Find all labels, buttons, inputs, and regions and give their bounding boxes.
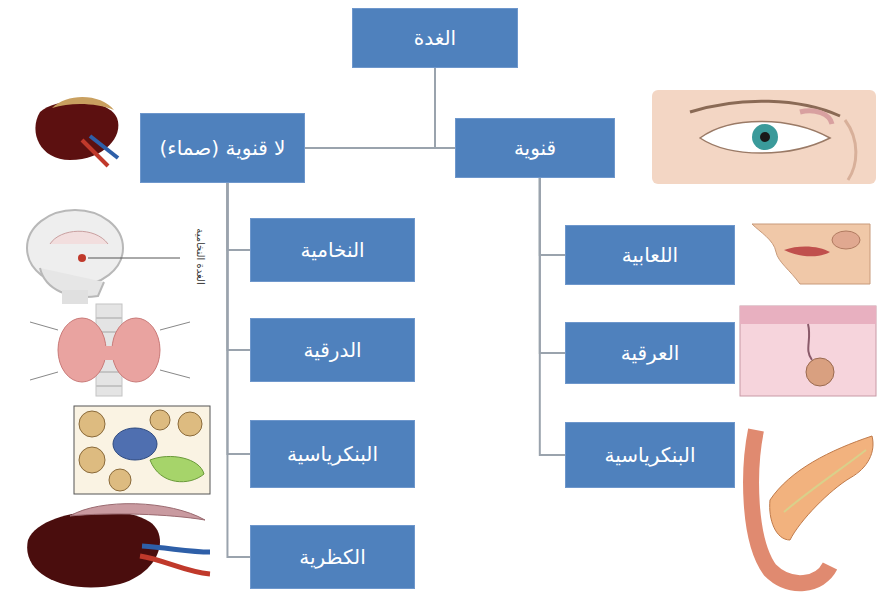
gland-name: اللعابية: [622, 243, 678, 268]
skin-illustration: [740, 306, 876, 396]
gland-name: النخامية: [300, 238, 364, 263]
gland-name: الغدة: [414, 26, 456, 51]
root-box: الغدة: [352, 8, 518, 68]
tree-connector: [227, 183, 250, 454]
tree-connector: [227, 183, 250, 557]
face-profile: [752, 224, 870, 284]
gland-box: اللعابية: [565, 225, 735, 285]
pancreatic-duct: [784, 450, 866, 512]
sweat-duct: [808, 324, 812, 360]
lacrimal-gland: [800, 111, 832, 124]
brain-shape: [50, 231, 108, 244]
tree-connector: [227, 183, 250, 250]
vein-line: [142, 546, 210, 552]
lips: [784, 246, 830, 256]
tree-connector: [227, 183, 250, 350]
part-label: الغدة النخامية: [195, 228, 206, 284]
neck-shape: [62, 290, 88, 304]
acinus: [150, 410, 170, 430]
pituitary-dot: [78, 254, 86, 262]
category-box: لا قنوية (صماء): [140, 113, 305, 183]
thyroid-illustration: [30, 304, 190, 396]
gland-box: النخامية: [250, 218, 415, 282]
islet-cells: [150, 456, 204, 481]
head-illustration: [27, 210, 180, 304]
islet-illustration: [74, 406, 210, 494]
pancreas-shape: [770, 436, 873, 540]
tree-connector: [540, 178, 565, 353]
artery-line: [82, 140, 108, 166]
gland-name: لا قنوية (صماء): [160, 136, 286, 161]
skin-ground: [652, 90, 876, 184]
islet-cells: [113, 428, 157, 460]
gland-box: العرقية: [565, 322, 735, 384]
gland-box: الكظرية: [250, 525, 415, 589]
skin-block: [740, 306, 876, 396]
gland-box: البنكرياسية: [250, 420, 415, 488]
vein-line: [90, 136, 118, 158]
kidney-illustration: [27, 504, 210, 588]
gland-name: البنكرياسية: [605, 443, 696, 468]
kidney-shape: [35, 101, 118, 160]
acinus: [109, 469, 131, 491]
artery-line: [140, 556, 210, 574]
acinus: [79, 411, 105, 437]
islet-frame: [74, 406, 210, 494]
tree-connector: [435, 68, 455, 148]
leader-line: [88, 258, 180, 259]
kidney-illustration: [35, 97, 118, 166]
mouth-illustration: [752, 224, 870, 284]
eye-shape: [700, 122, 830, 154]
pancreas-illustration: [751, 430, 873, 583]
trachea-shape: [96, 304, 122, 396]
gland-name: العرقية: [621, 341, 680, 366]
adrenal-shape: [70, 504, 205, 520]
acinus: [178, 412, 202, 436]
gland-name: الدرقية: [303, 338, 361, 363]
category-box: قنوية: [455, 118, 615, 178]
pupil: [760, 132, 770, 142]
thyroid-isthmus: [96, 346, 122, 360]
gland-name: قنوية: [514, 136, 556, 161]
acinus: [79, 447, 105, 473]
gland-box: الدرقية: [250, 318, 415, 382]
tree-connector: [540, 178, 565, 255]
tree-connector: [540, 178, 565, 455]
iris: [752, 124, 778, 150]
sweat-gland: [806, 358, 834, 386]
kidney-shape: [27, 511, 160, 587]
gland-name: الكظرية: [299, 545, 365, 570]
adrenal-shape: [52, 97, 114, 110]
gland-box: البنكرياسية: [565, 422, 735, 488]
salivary-gland: [832, 231, 860, 249]
eye-illustration: [652, 90, 876, 184]
nose-line: [845, 120, 856, 180]
epidermis: [740, 306, 876, 324]
leader-line: [30, 322, 190, 380]
tree-connector: [305, 68, 435, 148]
gland-name: البنكرياسية: [287, 442, 378, 467]
